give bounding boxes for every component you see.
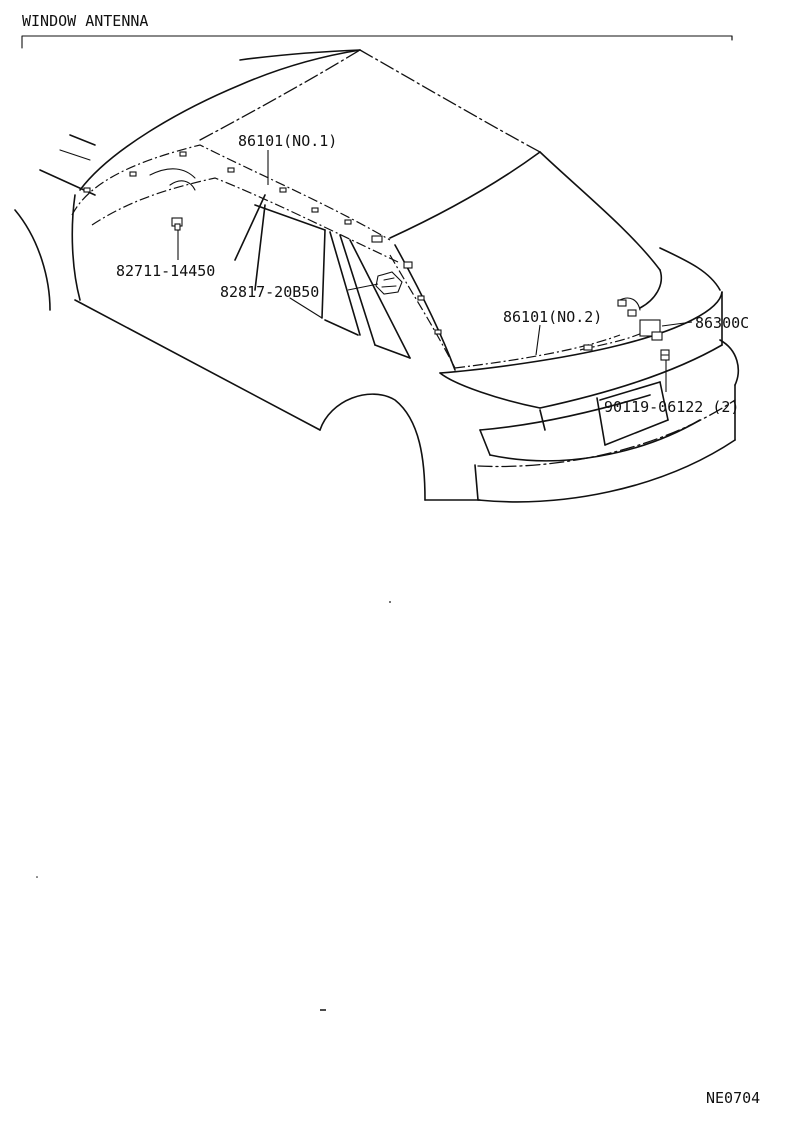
car-body-outline (14, 49, 739, 503)
callout-86101-no1: 86101(NO.1) (238, 132, 337, 150)
antenna-wire-no1 (71, 144, 456, 369)
figure-code: NE0704 (706, 1089, 760, 1107)
clamp-82711-part (171, 217, 183, 231)
callout-86101-no2: 86101(NO.2) (503, 308, 602, 326)
scan-specks (36, 601, 391, 1011)
callout-82711-14450: 82711-14450 (116, 262, 215, 280)
antenna-wire-no2 (454, 297, 649, 369)
bolt-part (660, 349, 670, 361)
diagram-title: WINDOW ANTENNA (22, 12, 148, 30)
leader-lines (177, 150, 693, 392)
callout-90119-06122: 90119-06122 (2) (604, 398, 739, 416)
clamp-82817-part (375, 271, 403, 295)
callout-82817-20b50: 82817-20B50 (220, 283, 319, 301)
callout-86300c: 86300C (695, 314, 749, 332)
noise-filter-part (639, 319, 663, 341)
title-bracket (21, 35, 733, 49)
